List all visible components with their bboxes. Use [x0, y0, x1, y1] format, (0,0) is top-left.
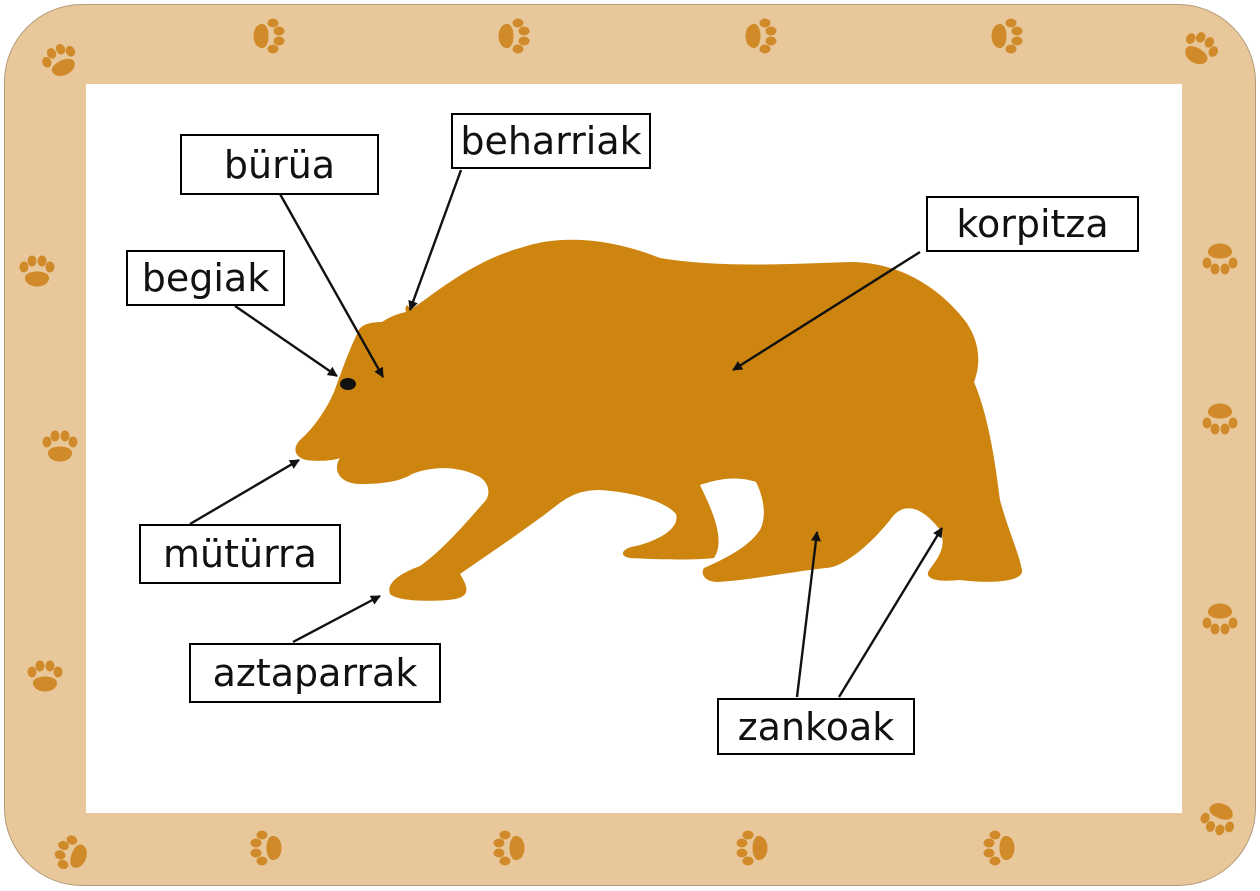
bear-silhouette — [295, 239, 1023, 601]
paw-print-icon — [493, 830, 525, 866]
paw-print-icon — [253, 18, 285, 54]
paw-print-icon — [19, 255, 55, 287]
label-beharriak: beharriak — [451, 113, 651, 169]
label-aztaparrak: aztaparrak — [189, 643, 441, 703]
paw-print-icon — [745, 18, 777, 54]
label-korpitza: korpitza — [926, 196, 1139, 252]
label-zankoak: zankoak — [717, 698, 915, 755]
paw-print-icon — [498, 18, 530, 54]
paw-print-icon — [736, 830, 768, 866]
paw-print-icon — [1202, 603, 1238, 635]
label-muturra: mütürra — [139, 524, 341, 584]
pointer-lines — [189, 169, 944, 698]
label-burua: bürüa — [180, 134, 379, 195]
label-begiak: begiak — [126, 250, 285, 306]
bear-eye — [340, 378, 356, 390]
paw-print-icon — [1202, 243, 1238, 275]
paw-print-icon — [1200, 803, 1235, 836]
paw-print-icon — [1202, 403, 1238, 435]
paw-print-icon — [1185, 32, 1219, 65]
paw-print-icon — [27, 660, 63, 692]
paw-print-icon — [991, 18, 1023, 54]
paw-print-icon — [42, 430, 78, 462]
paw-print-icon — [42, 43, 76, 76]
paw-print-icon — [54, 835, 87, 870]
paw-print-icon — [983, 830, 1015, 866]
paw-print-icon — [250, 830, 282, 866]
